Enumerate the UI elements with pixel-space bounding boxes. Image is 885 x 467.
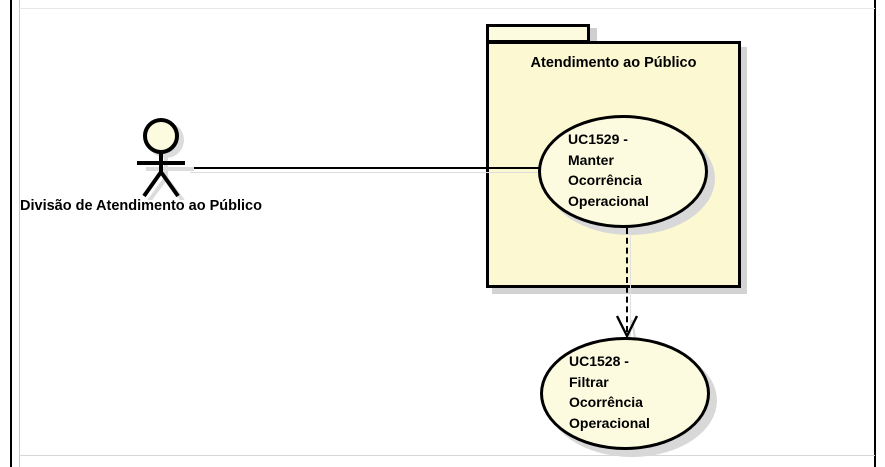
package-title: Atendimento ao Público <box>530 55 697 71</box>
canvas-top-rule <box>19 8 875 9</box>
canvas-left-border <box>10 0 12 467</box>
use-case-uc1528-label: UC1528 - Filtrar Ocorrência Operacional <box>569 353 650 431</box>
dependency-arrowhead <box>608 312 646 340</box>
actor-label: Divisão de Atendimento ao Público <box>20 198 262 214</box>
association-line-actor-to-uc1529[interactable] <box>187 167 542 169</box>
canvas-bottom-rule <box>19 455 875 456</box>
canvas-left-inner-rule <box>19 0 20 467</box>
actor-figure[interactable] <box>128 112 204 203</box>
dependency-line-uc1529-to-uc1528[interactable] <box>626 228 628 332</box>
dependency-line-shadow <box>630 232 631 336</box>
canvas-right-border <box>874 0 876 467</box>
use-case-uc1529[interactable] <box>538 115 708 228</box>
use-case-uc1528[interactable] <box>540 337 710 450</box>
open-arrowhead-icon <box>615 315 639 339</box>
use-case-uc1529-label: UC1529 - Manter Ocorrência Operacional <box>568 131 649 209</box>
actor-stick-figure-icon <box>137 118 194 203</box>
association-line-shadow <box>190 172 545 173</box>
